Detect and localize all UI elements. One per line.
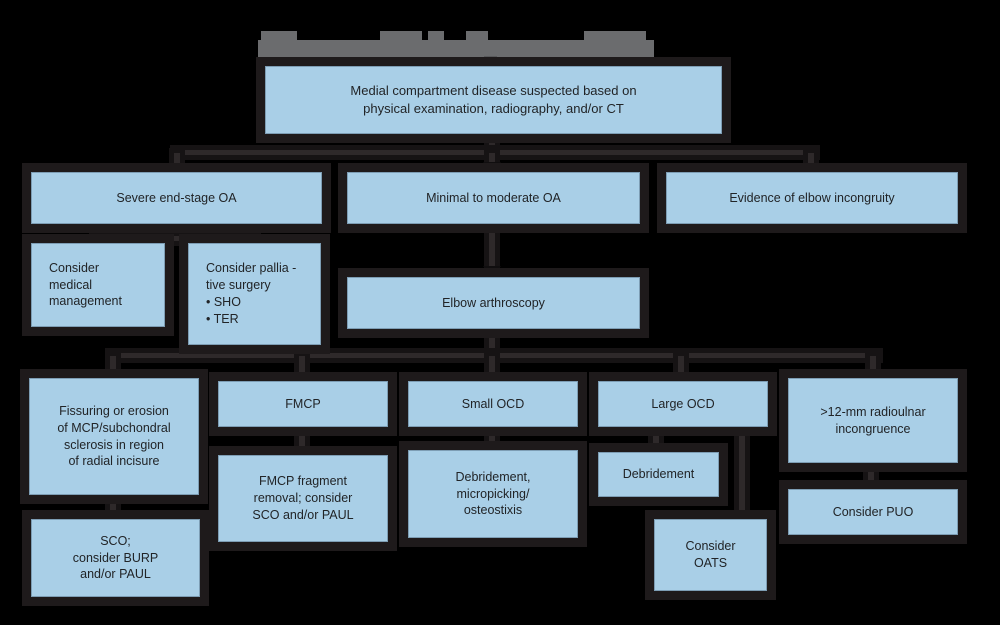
redacted-title-text xyxy=(428,31,444,41)
node-label: Elbow arthroscopy xyxy=(442,295,545,310)
node-label: Minimal to moderate OA xyxy=(426,190,561,205)
connector-severe-distributor xyxy=(94,236,256,241)
node-label: Debridement,micropicking/osteostixis xyxy=(455,469,531,518)
connector-to-palliative xyxy=(250,238,256,245)
node-fmcp: FMCP xyxy=(218,381,388,427)
redacted-title-text xyxy=(258,40,654,58)
node-label: Severe end-stage OA xyxy=(116,190,237,205)
node-minimal-to-moderate-oa: Minimal to moderate OA xyxy=(347,172,640,224)
node-elbow-arthroscopy: Elbow arthroscopy xyxy=(347,277,640,329)
connector-smallocd-to-debridement-micro xyxy=(489,427,495,452)
node-large-ocd: Large OCD xyxy=(598,381,768,427)
node-label: Debridement xyxy=(622,467,695,482)
redacted-title-text xyxy=(584,31,646,41)
connector-largeocd-to-debridement xyxy=(653,427,659,454)
node-label: FMCP xyxy=(285,396,321,411)
connector-severe-stub xyxy=(174,224,180,238)
node-label: Large OCD xyxy=(651,396,715,411)
title-connector-stub xyxy=(484,56,497,67)
redacted-title-text xyxy=(466,31,488,41)
connector-to-large-ocd xyxy=(678,356,684,383)
connector-to-medical xyxy=(94,238,100,245)
node-severe-end-stage-oa: Severe end-stage OA xyxy=(31,172,322,224)
arrowhead-to-small-ocd xyxy=(485,373,499,382)
arrowhead-to-fmcp xyxy=(295,373,309,382)
node-label: Consider pallia -tive surgery• SHO• TER xyxy=(206,261,297,326)
connector-fmcp-to-removal xyxy=(299,427,305,457)
arrowhead-to-minimal xyxy=(483,162,501,173)
node-label: Consider PUO xyxy=(832,504,914,519)
node-consider-puo: Consider PUO xyxy=(788,489,958,535)
connector-to-evidence xyxy=(808,153,814,172)
redacted-title-text xyxy=(261,31,297,41)
connector-level1-distributor xyxy=(175,150,815,155)
connector-radioulnar-to-puo xyxy=(868,463,874,491)
connector-to-fmcp xyxy=(299,356,305,377)
connector-fissuring-to-sco xyxy=(110,495,116,521)
connector-minimal-to-arthroscopy xyxy=(489,224,495,269)
node-evidence-of-elbow-incongruity: Evidence of elbow incongruity xyxy=(666,172,958,224)
connector-to-fissuring xyxy=(110,356,116,380)
node-debridement: Debridement xyxy=(598,452,719,497)
connector-arthroscopy-stub xyxy=(489,329,495,355)
connector-root-stub xyxy=(489,132,495,152)
node-label: Medial compartment disease suspected bas… xyxy=(350,83,637,116)
connector-to-small-ocd xyxy=(489,356,495,377)
connector-arthroscopy-distributor xyxy=(110,353,878,358)
node-small-ocd: Small OCD xyxy=(408,381,578,427)
connector-to-severe xyxy=(174,153,180,172)
node-label: Evidence of elbow incongruity xyxy=(729,190,895,205)
redacted-title-text xyxy=(380,31,422,41)
arrowhead-to-arthroscopy xyxy=(483,266,501,277)
node-debridement-micropicking-osteostixis: Debridement,micropicking/osteostixis xyxy=(408,450,578,538)
node-consider-palliative-surgery: Consider pallia -tive surgery• SHO• TER xyxy=(188,243,321,345)
connector-largeocd-to-oats xyxy=(739,427,745,521)
connector-to-minimal xyxy=(489,153,495,165)
node-label: Small OCD xyxy=(461,396,525,411)
connector-to-radioulnar xyxy=(870,356,876,380)
node-medial-compartment-disease: Medial compartment disease suspected bas… xyxy=(265,66,722,134)
